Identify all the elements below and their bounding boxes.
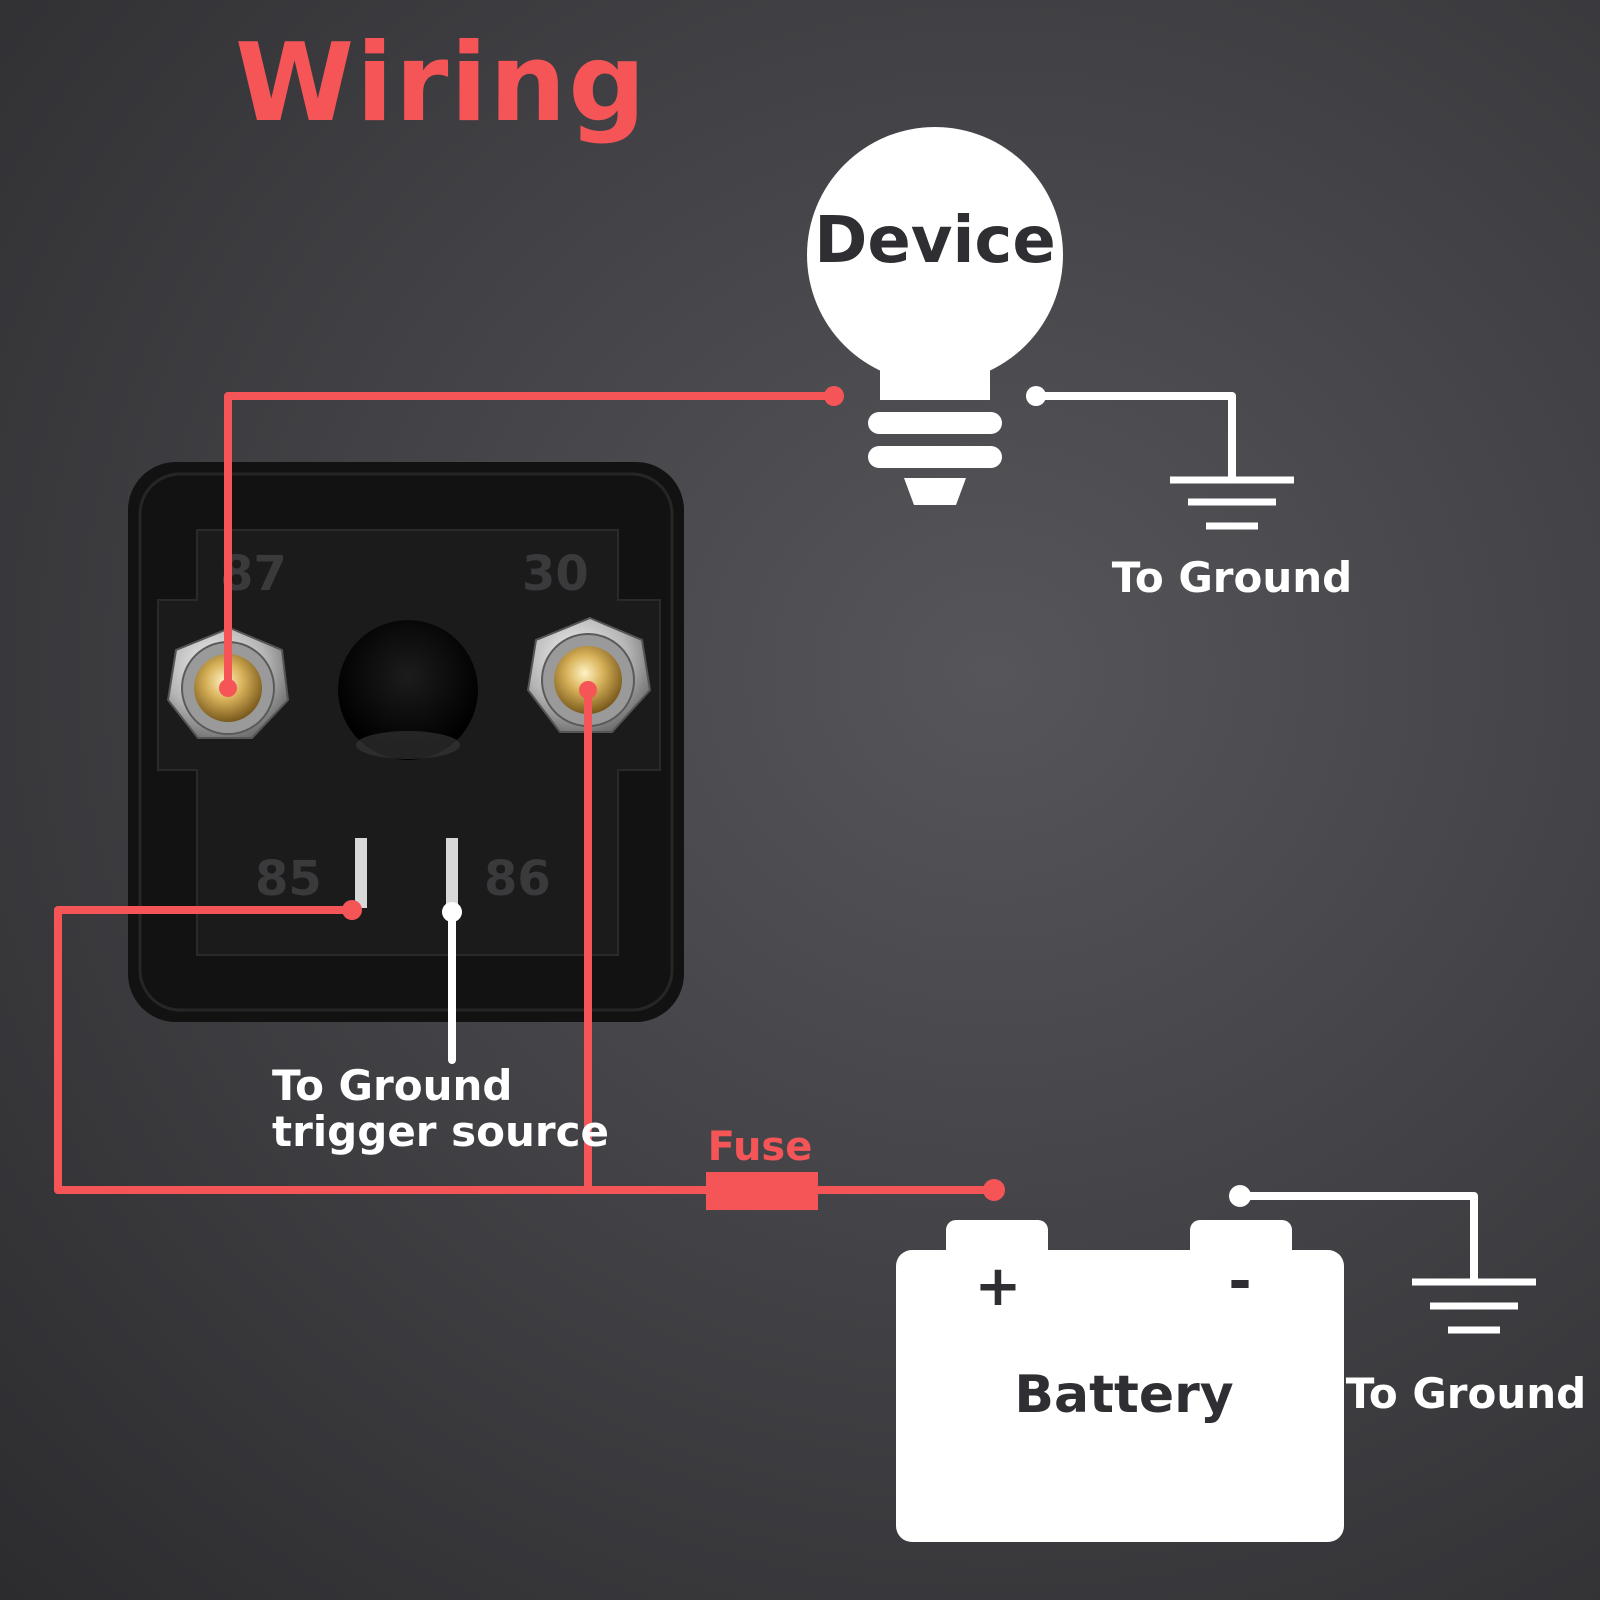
pin-label-30: 30: [522, 546, 589, 602]
wire-87-to-device: [224, 392, 838, 692]
device-terminal-positive: [824, 386, 844, 406]
ground-symbol-device: [1170, 476, 1294, 530]
device-ground-label: To Ground: [1112, 553, 1352, 602]
pin-label-86: 86: [484, 851, 551, 907]
ground-symbol-battery: [1412, 1278, 1536, 1334]
ground-trigger-label-line2: trigger source: [272, 1107, 609, 1156]
pin-label-85: 85: [255, 851, 322, 907]
ground-trigger-label-line1: To Ground: [272, 1061, 512, 1110]
battery-positive-terminal-dot: [983, 1179, 1005, 1201]
wire-device-to-ground: [1036, 392, 1236, 480]
pin-85[interactable]: [355, 838, 367, 908]
terminal-30[interactable]: [526, 616, 652, 733]
relay-center-hole: [338, 620, 478, 760]
device-label: Device: [814, 204, 1056, 278]
wire-85-loop: [54, 906, 592, 1194]
device-terminal-ground: [1026, 386, 1046, 406]
battery-ground-label: To Ground: [1346, 1369, 1586, 1418]
battery: + - Battery: [896, 1220, 1344, 1542]
battery-label: Battery: [1014, 1365, 1233, 1425]
fuse-label: Fuse: [708, 1124, 813, 1170]
wire-battery-to-ground: [1240, 1192, 1478, 1282]
device-bulb: Device: [807, 127, 1063, 505]
pin-86[interactable]: [446, 838, 458, 908]
fuse: [706, 1172, 818, 1210]
battery-minus-sign: -: [1228, 1249, 1251, 1314]
battery-body: [896, 1250, 1344, 1542]
battery-plus-sign: +: [975, 1254, 1022, 1319]
relay: 87 30 85 86: [128, 462, 684, 1022]
page-title: Wiring: [235, 21, 648, 146]
battery-negative-terminal-dot: [1229, 1185, 1251, 1207]
